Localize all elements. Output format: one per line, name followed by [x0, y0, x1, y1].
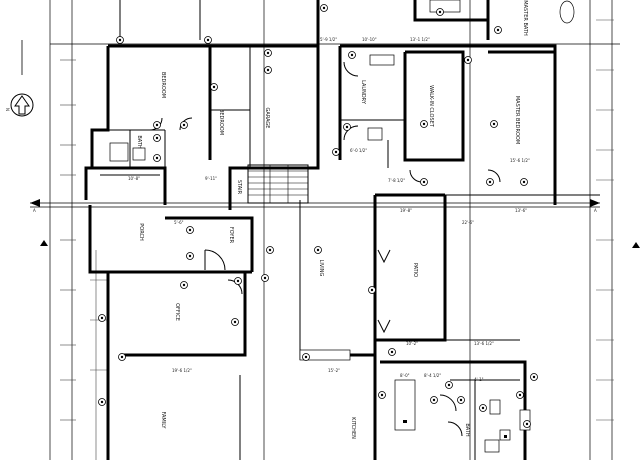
- dimension-label: 5'-6": [174, 220, 184, 225]
- dimension-label: 13'-1 1/2": [410, 37, 430, 42]
- dimension-label: 19'-8": [400, 208, 412, 213]
- room-label-walk-in-closet: WALK-IN CLOSET: [428, 85, 434, 128]
- room-label-family: FAMILY: [160, 412, 166, 430]
- dimension-label: 22'-6": [462, 220, 474, 225]
- left-dimension-ticks: [60, 59, 108, 460]
- room-label-laundry: LAUNDRY: [360, 80, 366, 105]
- interior-walls: [100, 0, 600, 460]
- dimension-label: 6'-0 1/2": [350, 148, 367, 153]
- room-label-master-bedroom: MASTER BEDROOM: [514, 96, 520, 144]
- patio-doors: [377, 249, 391, 334]
- grid-lines: [30, 0, 620, 460]
- fixtures: [109, 0, 575, 453]
- north-label: N: [5, 108, 10, 111]
- dimension-label: 19'-6 1/2": [172, 368, 192, 373]
- dimension-label: 13'-6 1/2": [474, 341, 494, 346]
- room-label-living: LIVING: [318, 260, 324, 277]
- dimension-label: 8'-0": [400, 373, 410, 378]
- dimension-label: 9'-11": [205, 176, 217, 181]
- section-markers: [30, 199, 640, 248]
- dimension-label: 15'-6 1/2": [510, 158, 530, 163]
- doors: [149, 61, 501, 437]
- dimension-label: 8'-4 1/2": [424, 373, 441, 378]
- north-arrow: [10, 40, 34, 117]
- dimension-label: 10'-8": [128, 176, 140, 181]
- grid-label-left: A: [33, 208, 36, 213]
- room-label-bath-small: BATH: [136, 135, 142, 149]
- room-label-porch: PORCH: [138, 223, 144, 241]
- room-label-master-bath: MASTER BATH: [522, 0, 528, 36]
- stair-treads: [247, 164, 309, 204]
- room-label-kitchen: KITCHEN: [350, 417, 356, 439]
- room-label-stair: STAIR: [236, 180, 242, 195]
- exterior-walls: [84, 0, 557, 460]
- grid-line-labels: A A N: [5, 108, 597, 213]
- dimension-label: 5'-9 1/2": [320, 37, 337, 42]
- room-label-patio: PATIO: [412, 263, 418, 277]
- room-label-half-bath: BATH: [464, 423, 470, 437]
- dimension-label: 10'-2": [406, 341, 418, 346]
- room-label-garage: GARAGE: [264, 108, 270, 129]
- room-label-foyer: FOYER: [228, 227, 234, 244]
- dimension-label: 4'-1": [474, 377, 484, 382]
- dimension-label: 15'-2": [328, 368, 340, 373]
- room-label-office: OFFICE: [174, 303, 180, 321]
- room-label-bedroom-mid: BEDROOM: [218, 109, 224, 135]
- room-label-bedroom-upper: BEDROOM: [160, 72, 166, 98]
- right-dimension-ticks: [596, 19, 614, 421]
- dimension-label: 10'-10": [362, 37, 377, 42]
- room-labels: BEDROOM BEDROOM GARAGE LAUNDRY WALK-IN C…: [136, 0, 528, 439]
- callout-markers: [98, 4, 538, 428]
- dimension-label: 13'-6": [515, 208, 527, 213]
- grid-label-right: A: [594, 208, 597, 213]
- dimension-labels: 10'-10" 13'-1 1/2" 5'-9 1/2" 6'-0 1/2" 9…: [128, 37, 530, 382]
- dimension-label: 7'-8 1/2": [388, 178, 405, 183]
